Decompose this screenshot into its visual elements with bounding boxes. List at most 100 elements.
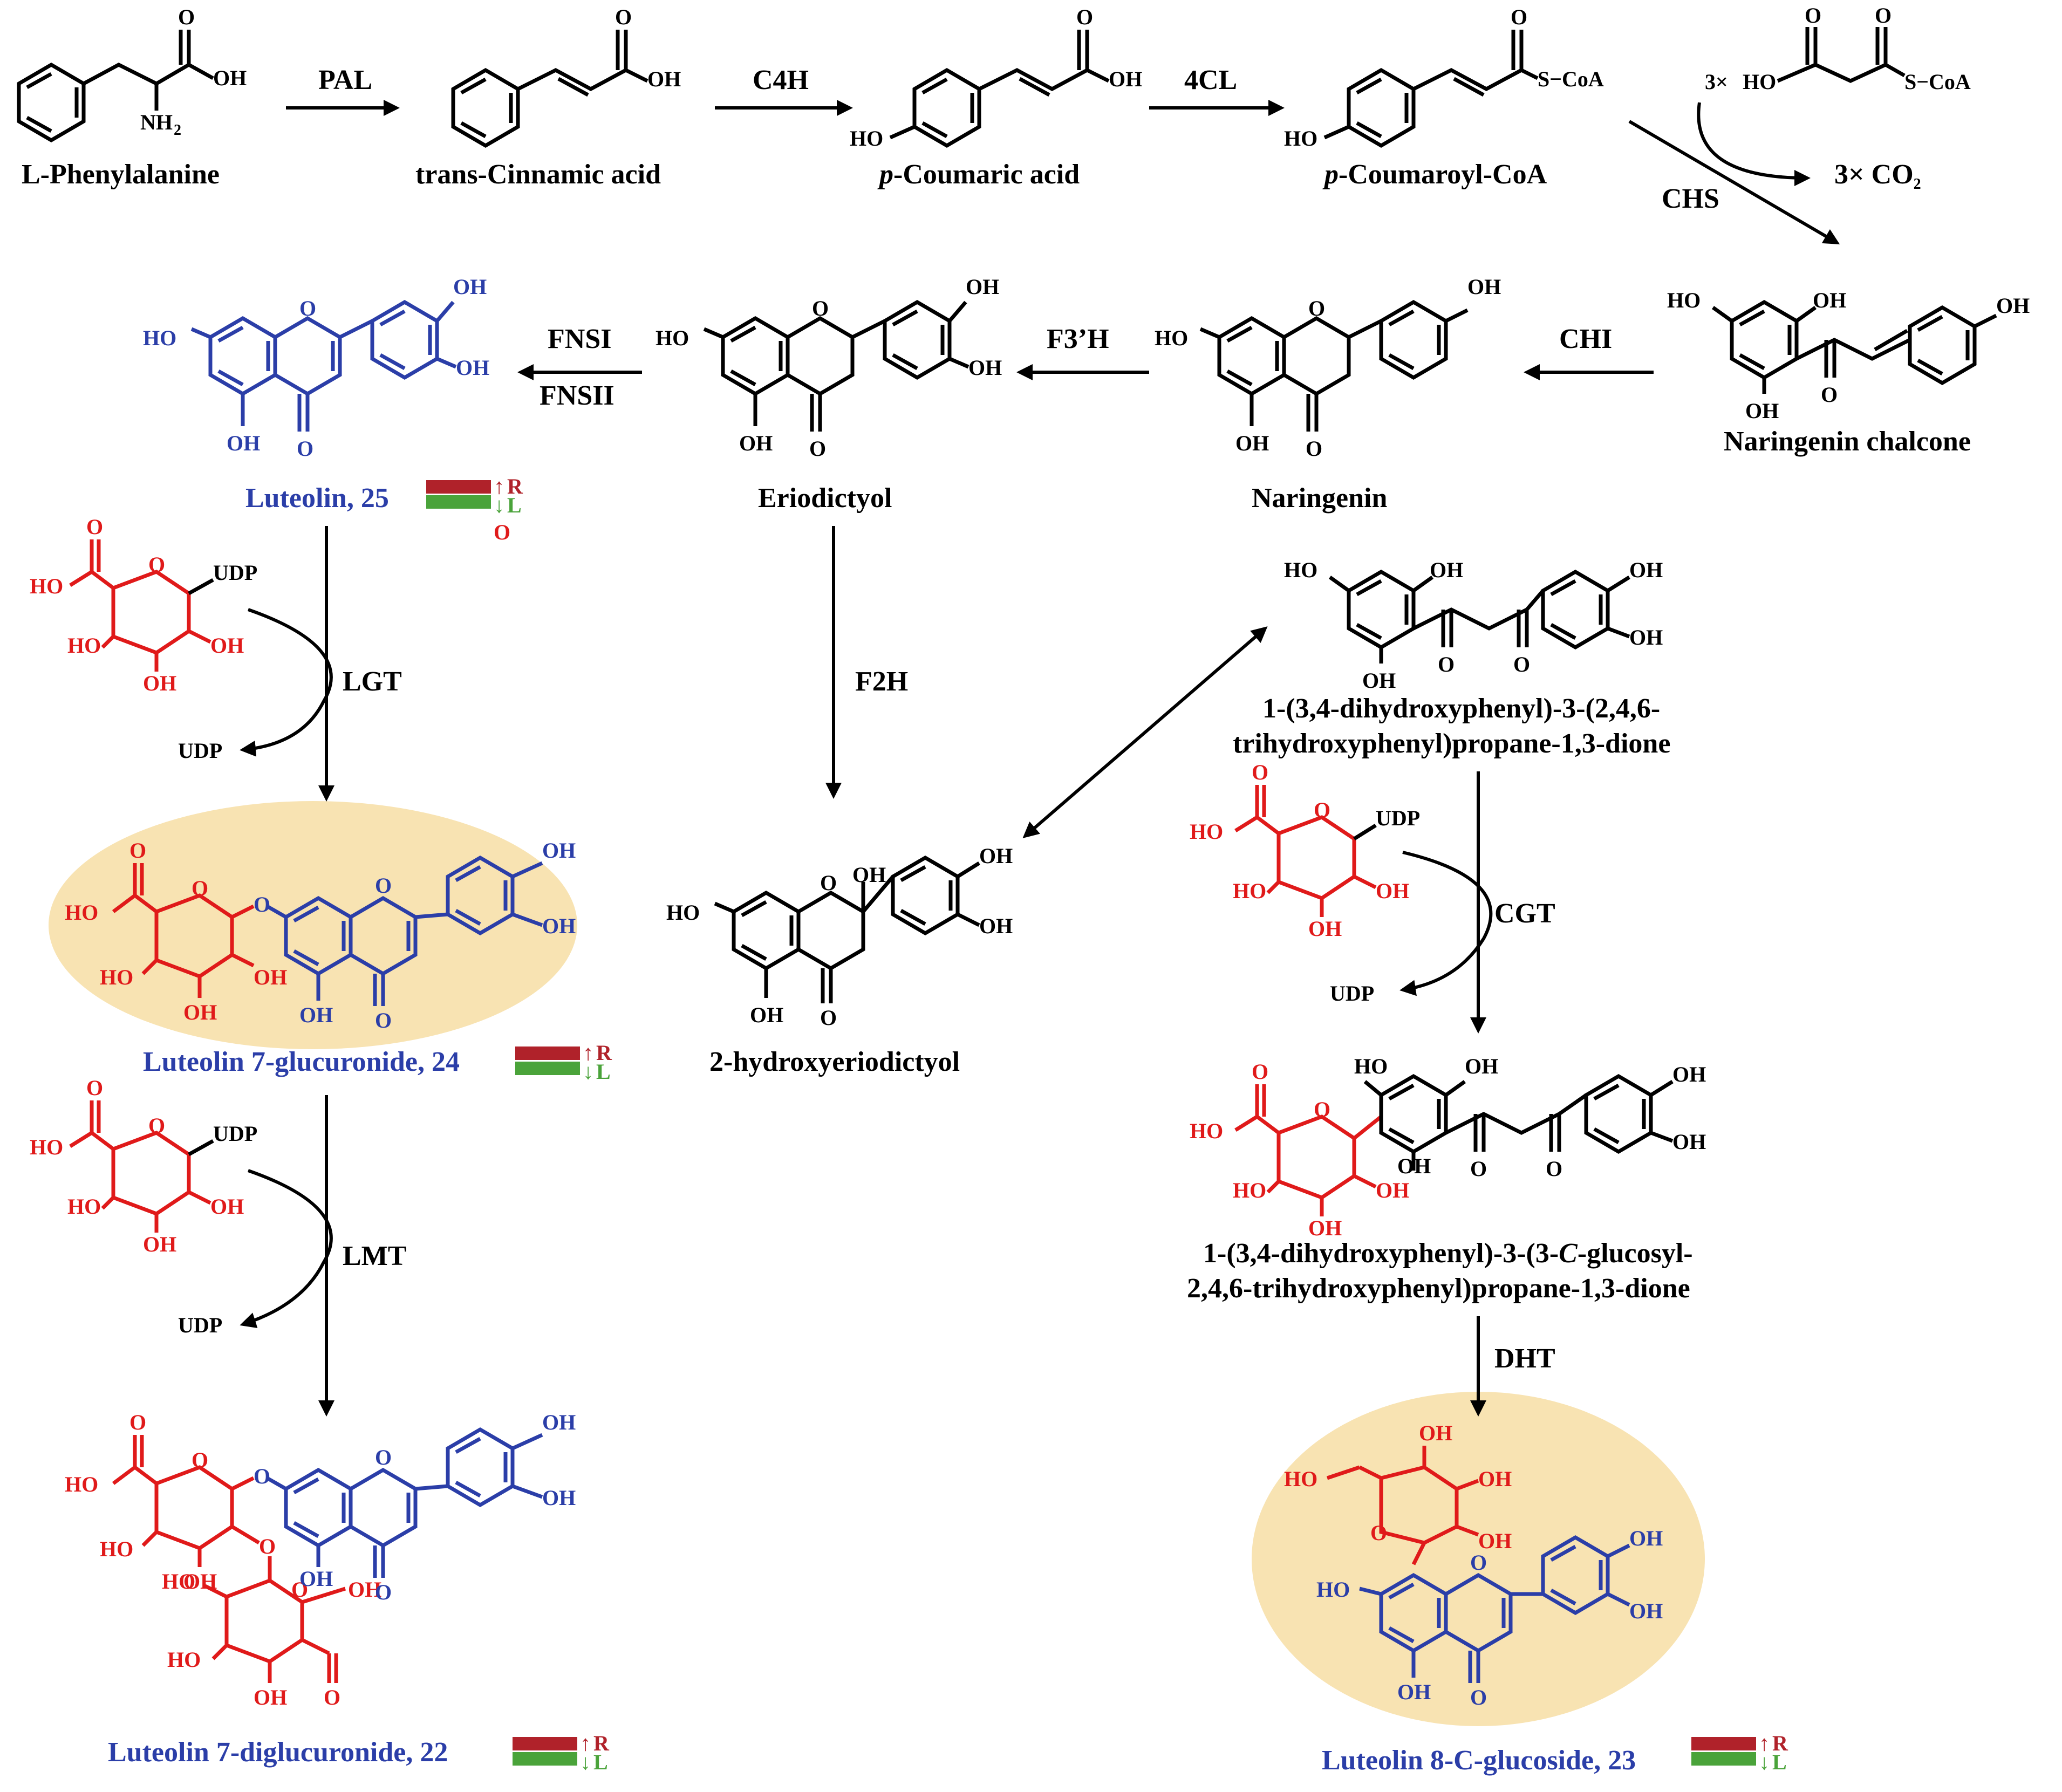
svg-text:OH: OH [1672, 1062, 1706, 1086]
structure-luteolin: HO O OH O OH OH [143, 275, 489, 461]
svg-text:HO: HO [167, 1647, 201, 1672]
svg-text:OH: OH [1397, 1680, 1431, 1704]
label-dione-2-line2: 2,4,6-trihydroxyphenyl)propane-1,3-dione [1187, 1273, 1690, 1304]
arrow-cgt-udp-curve [1399, 851, 1493, 996]
label-naringenin-chalcone: Naringenin chalcone [1724, 426, 1971, 457]
svg-text:OH: OH [1629, 558, 1663, 582]
svg-text:OH: OH [210, 1194, 244, 1219]
svg-text:OH: OH [143, 1232, 176, 1256]
svg-text:HO: HO [65, 1472, 98, 1496]
svg-text:↓: ↓ [580, 1750, 591, 1774]
enzyme-chs: CHS [1662, 183, 1719, 214]
svg-text:O: O [1470, 1157, 1487, 1181]
svg-text:OH: OH [968, 355, 1002, 380]
structure-eriodictyol: HO O OH O OH OH [656, 275, 1002, 461]
svg-text:OH: OH [1672, 1130, 1706, 1154]
svg-text:O: O [254, 892, 270, 916]
svg-text:↑: ↑ [1759, 1731, 1770, 1755]
svg-text:OH: OH [542, 1486, 576, 1510]
structure-trans-cinnamic-acid: O OH [451, 5, 681, 148]
udp-released-1: UDP [178, 738, 222, 763]
svg-text:O: O [254, 1464, 270, 1488]
svg-text:OH: OH [1376, 1178, 1409, 1202]
svg-text:OH: OH [1308, 916, 1342, 941]
svg-text:O: O [1470, 1685, 1487, 1709]
arrow-chs-cofactor-curve [1697, 102, 1811, 186]
svg-text:HO: HO [100, 1537, 133, 1561]
enzyme-cgt: CGT [1494, 898, 1555, 929]
svg-text:OH: OH [1996, 293, 2030, 318]
svg-text:HO: HO [100, 965, 133, 989]
svg-text:OH: OH [1629, 625, 1663, 649]
svg-text:O: O [1306, 436, 1322, 461]
structure-luteolin-7-glucuronide: O HO O O HO OH OH O OH O OH OH [65, 838, 576, 1032]
svg-text:↑: ↑ [580, 1731, 591, 1755]
svg-text:R: R [1772, 1731, 1788, 1755]
svg-text:OH: OH [647, 67, 681, 91]
label-luteolin-7-diglucuronide: Luteolin 7-diglucuronide, 22 [108, 1737, 448, 1768]
highlight-luteolin-8-c-glucoside [1252, 1392, 1705, 1726]
svg-text:L: L [507, 493, 522, 517]
svg-text:L: L [1772, 1750, 1787, 1774]
legend-marker-luteolin-7-diglucuronide: ↑ R ↓ L [513, 1731, 610, 1774]
svg-text:O: O [259, 1534, 276, 1558]
svg-text:OH: OH [227, 431, 260, 455]
svg-text:UDP: UDP [213, 1121, 257, 1146]
structure-udp-glucuronic-acid-1: O HO O UDP HO OH OH [30, 515, 257, 695]
svg-text:OH: OH [299, 1003, 333, 1027]
enzyme-4cl: 4CL [1184, 65, 1237, 95]
enzyme-chi: CHI [1559, 324, 1612, 354]
svg-text:HO: HO [1190, 819, 1223, 844]
label-luteolin-8-c-glucoside: Luteolin 8-C-glucoside, 23 [1322, 1745, 1636, 1776]
svg-text:HO: HO [1316, 1577, 1350, 1602]
svg-text:HO: HO [30, 1135, 63, 1159]
udp-released-3: UDP [1330, 981, 1374, 1006]
svg-text:HO: HO [850, 126, 883, 151]
label-eriodictyol: Eriodictyol [758, 483, 892, 514]
label-luteolin-7-glucuronide: Luteolin 7-glucuronide, 24 [143, 1047, 460, 1077]
svg-text:OH: OH [254, 1685, 287, 1709]
svg-text:HO: HO [656, 326, 689, 350]
svg-text:OH: OH [1109, 67, 1142, 91]
udp-released-2: UDP [178, 1313, 222, 1337]
structure-malonyl-coa: 3× HO O O S−CoA [1705, 3, 1971, 94]
svg-text:O: O [129, 1410, 146, 1434]
svg-text:OH: OH [1308, 1216, 1342, 1240]
co2-label: 3× CO2 [1834, 159, 1921, 193]
structure-dione-1: HO OH OH O O OH OH [1284, 558, 1663, 693]
svg-text:↓: ↓ [583, 1059, 593, 1084]
svg-text:O: O [1821, 382, 1838, 407]
svg-text:UDP: UDP [1376, 806, 1420, 830]
svg-text:OH: OH [348, 1577, 381, 1602]
svg-text:O: O [494, 520, 510, 544]
svg-text:O: O [375, 1580, 392, 1604]
structure-dione-2: O HO O HO OH OH HO OH OH O O OH OH [1190, 1054, 1706, 1240]
svg-text:OH: OH [750, 1003, 783, 1027]
structure-luteolin-8-c-glucoside: OH OH OH HO O HO O OH O OH OH [1284, 1421, 1663, 1709]
svg-text:OH: OH [542, 1410, 576, 1434]
svg-text:O: O [809, 436, 826, 461]
svg-text:O: O [1438, 652, 1455, 676]
svg-text:OH: OH [456, 355, 489, 380]
structure-p-coumaric-acid: O OH HO [850, 5, 1142, 151]
svg-text:O: O [148, 1113, 165, 1138]
label-dione-2-line1: 1-(3,4-dihydroxyphenyl)-3-(3-C-glucosyl- [1203, 1238, 1693, 1269]
svg-text:HO: HO [1190, 1119, 1223, 1143]
label-p-coumaroyl-coa: p-Coumaroyl-CoA [1322, 159, 1547, 190]
structure-p-coumaroyl-coa: O S−CoA HO [1284, 5, 1604, 151]
svg-text:OH: OH [1376, 879, 1409, 903]
svg-text:O: O [192, 876, 208, 900]
label-l-phenylalanine: L-Phenylalanine [22, 159, 220, 190]
svg-text:OH: OH [542, 838, 576, 863]
svg-text:O: O [86, 1076, 103, 1100]
label-dione-1-line2: trihydroxyphenyl)propane-1,3-dione [1233, 728, 1670, 759]
svg-text:S−CoA: S−CoA [1904, 70, 1971, 94]
svg-text:OH: OH [979, 914, 1013, 938]
svg-text:O: O [1076, 5, 1093, 29]
svg-text:HO: HO [67, 633, 101, 658]
svg-text:NH: NH [140, 110, 173, 134]
svg-text:OH: OH [183, 1569, 217, 1593]
svg-text:HO: HO [143, 326, 176, 350]
svg-text:HO: HO [1284, 558, 1317, 582]
svg-text:O: O [1546, 1157, 1562, 1181]
